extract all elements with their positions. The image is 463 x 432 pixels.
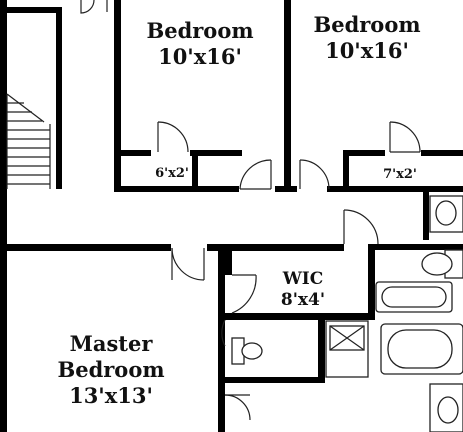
- bath-fixtures: [231, 195, 463, 432]
- bedroom-left-name: Bedroom: [146, 18, 253, 43]
- master-name: Master: [70, 331, 154, 356]
- room-labels: Bedroom 10'x16' Bedroom 10'x16' 6'x2' 7'…: [57, 12, 420, 408]
- stairs: [6, 93, 51, 189]
- bedroom-right-size: 10'x16': [325, 38, 409, 63]
- bedroom-right-name: Bedroom: [313, 12, 420, 37]
- master-size: 13'x13': [69, 383, 153, 408]
- door-swings: [80, 0, 421, 421]
- bedroom-left-size: 10'x16': [158, 44, 242, 69]
- closet-left-size: 6'x2': [155, 166, 189, 181]
- master-name2: Bedroom: [57, 357, 164, 382]
- wic-size: 8'x4': [281, 290, 325, 310]
- wic-name: WIC: [282, 269, 324, 289]
- closet-right-size: 7'x2': [383, 167, 417, 182]
